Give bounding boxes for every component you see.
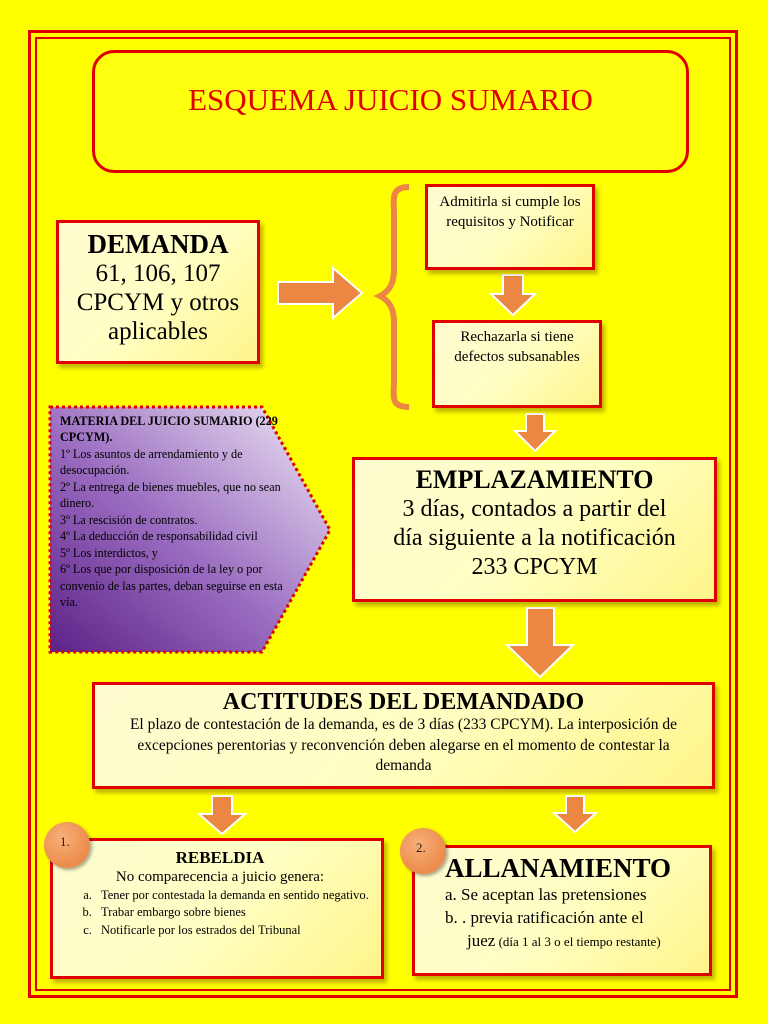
demanda-title: DEMANDA xyxy=(87,229,229,259)
rechazarla-text: Rechazarla si tiene defectos subsanables xyxy=(454,329,580,365)
right-arrow xyxy=(277,265,364,321)
demanda-box: DEMANDA 61, 106, 107 CPCYM y otros aplic… xyxy=(56,220,260,364)
admitirla-box: Admitirla si cumple los requisitos y Not… xyxy=(425,184,595,270)
demanda-line: CPCYM y otros xyxy=(76,288,240,316)
inner-frame xyxy=(35,37,731,991)
title-box: ESQUEMA JUICIO SUMARIO xyxy=(92,50,689,173)
down-arrow-2 xyxy=(512,413,558,453)
list-item: Trabar embargo sobre bienes xyxy=(95,905,373,921)
rebeldia-box: REBELDIA No comparecencia a juicio gener… xyxy=(50,838,384,979)
actitudes-text: El plazo de contestación de la demanda, … xyxy=(129,716,678,774)
down-arrow-4 xyxy=(196,795,248,836)
demanda-line: aplicables xyxy=(108,317,208,345)
outer-frame xyxy=(28,30,738,998)
curly-brace xyxy=(373,184,410,410)
emplazamiento-line: 233 CPCYM xyxy=(471,553,598,580)
allanamiento-line-b: b. . previa ratificación ante el xyxy=(445,907,644,927)
materia-content: MATERIA DEL JUICIO SUMARIO (229 CPCYM). … xyxy=(60,413,300,611)
emplazamiento-line: 3 días, contados a partir del xyxy=(402,496,667,523)
rebeldia-title: REBELDIA xyxy=(175,848,265,867)
allanamiento-juez: juez xyxy=(467,930,496,950)
emplazamiento-title: EMPLAZAMIENTO xyxy=(415,465,654,494)
demanda-line: 61, 106, 107 xyxy=(95,260,221,288)
materia-title: MATERIA DEL JUICIO SUMARIO (229 CPCYM). xyxy=(60,414,278,445)
materia-item: 3º La rescisión de contratos. xyxy=(60,512,198,527)
emplazamiento-box: EMPLAZAMIENTO 3 días, contados a partir … xyxy=(352,457,717,602)
number-badge-1: 1. xyxy=(44,822,90,868)
allanamiento-line-c: juez (día 1 al 3 o el tiempo restante) xyxy=(445,930,701,953)
allanamiento-box: ALLANAMIENTO a. Se aceptan las pretensio… xyxy=(412,845,712,976)
materia-item: 4º La deducción de responsabilidad civil xyxy=(60,529,258,544)
allanamiento-line-a: a. Se aceptan las pretensiones xyxy=(445,884,647,904)
allanamiento-note: (día 1 al 3 o el tiempo restante) xyxy=(495,933,661,949)
number-badge-2: 2. xyxy=(400,828,446,874)
emplazamiento-line: día siguiente a la notificación xyxy=(393,524,676,551)
materia-item: 1º Los asuntos de arrendamiento y de des… xyxy=(60,446,243,478)
materia-pentagon xyxy=(48,405,332,654)
allanamiento-title: ALLANAMIENTO xyxy=(445,853,672,883)
rebeldia-list: Tener por contestada la demanda en senti… xyxy=(67,888,373,939)
page-title: ESQUEMA JUICIO SUMARIO xyxy=(188,81,593,117)
list-item: Tener por contestada la demanda en senti… xyxy=(95,888,373,904)
list-item: Notificarle por los estrados del Tribuna… xyxy=(95,923,373,939)
materia-item: 2º La entrega de bienes muebles, que no … xyxy=(60,479,281,511)
materia-item: 6º Los que por disposición de la ley o p… xyxy=(60,562,283,610)
actitudes-title: ACTITUDES DEL DEMANDADO xyxy=(222,689,585,715)
down-arrow-3 xyxy=(504,607,576,679)
down-arrow-5 xyxy=(551,795,599,834)
materia-item: 5º Los interdictos, y xyxy=(60,545,158,560)
rechazarla-box: Rechazarla si tiene defectos subsanables xyxy=(432,320,602,408)
actitudes-box: ACTITUDES DEL DEMANDADO El plazo de cont… xyxy=(92,682,715,789)
admitirla-text: Admitirla si cumple los requisitos y Not… xyxy=(439,194,581,230)
down-arrow-1 xyxy=(488,274,538,317)
rebeldia-subtitle: No comparecencia a juicio genera: xyxy=(115,868,325,885)
